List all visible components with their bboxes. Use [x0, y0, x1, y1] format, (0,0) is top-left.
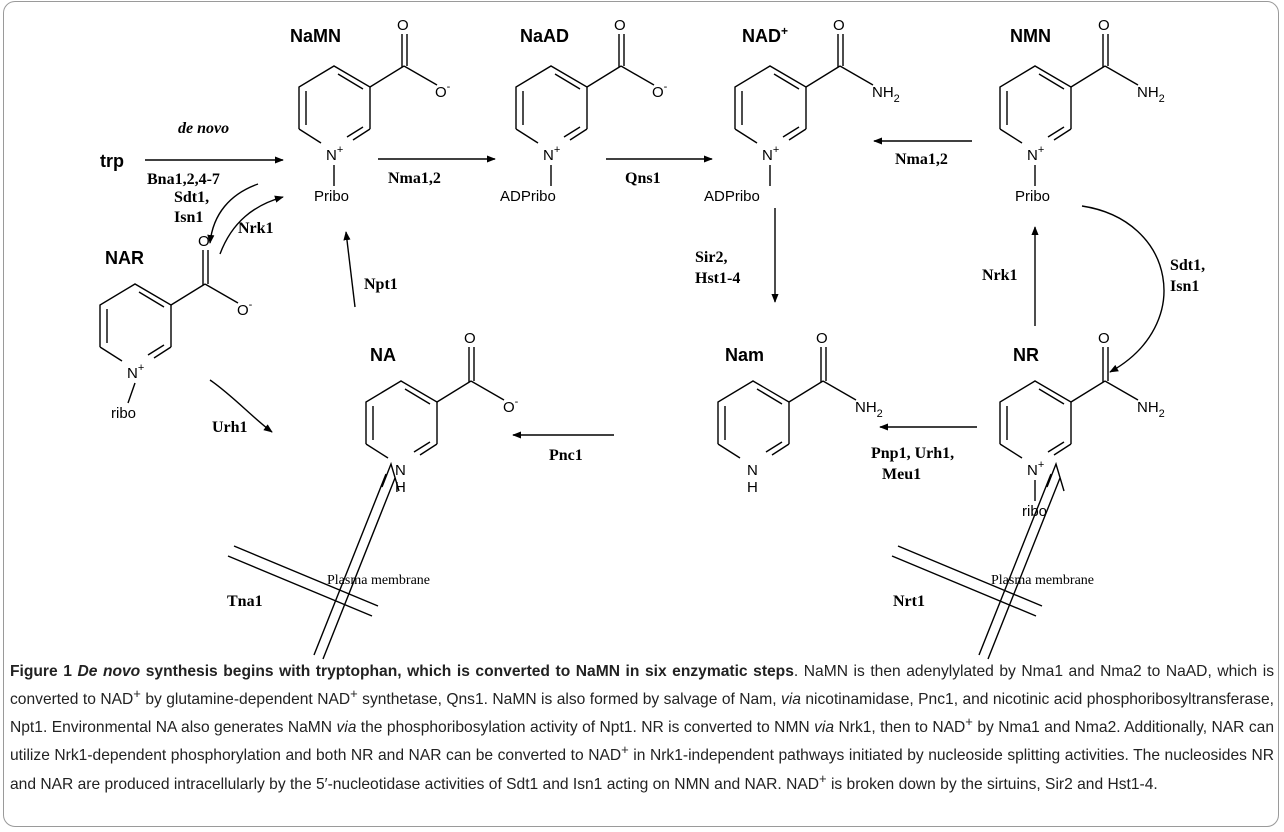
- pathway-diagram: NaMN NaAD NAD+ NMN NAR NA Nam NR trp O O…: [99, 17, 1205, 660]
- membrane-line-right-2: [891, 555, 1037, 617]
- naad-carbonyl-o: O: [614, 17, 626, 34]
- enzyme-isn1-left: Isn1: [174, 209, 203, 226]
- nrt1-transporter-arrow: [978, 461, 1065, 660]
- de-novo-label: de novo: [178, 120, 229, 137]
- arrow-nar-to-na: [209, 379, 273, 433]
- na-ring: [365, 347, 505, 459]
- nr-ring: [999, 347, 1139, 501]
- na-carboxylate-o: O-: [503, 396, 519, 416]
- nmn-ring-n: N+: [1027, 144, 1044, 164]
- plasma-membrane-label-right: Plasma membrane: [991, 573, 1094, 588]
- nad-ring: [734, 34, 874, 186]
- enzyme-urh1: Urh1: [212, 419, 248, 436]
- enzyme-isn1-right: Isn1: [1170, 278, 1199, 295]
- nam-ring-n: N: [747, 462, 758, 479]
- membrane-line-right: [897, 545, 1043, 607]
- naad-ring: [515, 34, 655, 186]
- enzyme-pnc1: Pnc1: [549, 447, 583, 464]
- naad-label: NaAD: [520, 26, 569, 46]
- enzyme-nma-left: Nma1,2: [388, 170, 441, 187]
- nad-ring-n: N+: [762, 144, 779, 164]
- nad-label: NAD+: [742, 24, 788, 46]
- enzyme-nrk1-right: Nrk1: [982, 267, 1018, 284]
- transporter-nrt1: Nrt1: [893, 593, 925, 610]
- enzyme-nma-right: Nma1,2: [895, 151, 948, 168]
- figure-frame: [3, 1, 1279, 827]
- nmn-pribo: Pribo: [1015, 188, 1050, 205]
- arrow-nmn-to-nr: [1081, 205, 1165, 373]
- enzyme-nrk1-left: Nrk1: [238, 220, 274, 237]
- naad-carboxylate-o: O-: [652, 81, 668, 101]
- nmn-ring: [999, 34, 1139, 186]
- nr-carbonyl-o: O: [1098, 330, 1110, 347]
- nmn-label: NMN: [1010, 26, 1051, 46]
- naad-ring-n: N+: [543, 144, 560, 164]
- arrow-na-to-namn: [343, 231, 356, 308]
- membrane-line-left-2: [227, 555, 373, 617]
- enzyme-pnp1: Pnp1, Urh1,: [871, 445, 954, 462]
- membrane-line-left: [233, 545, 379, 607]
- enzyme-sdt1-right: Sdt1,: [1170, 257, 1205, 274]
- enzyme-npt1: Npt1: [364, 276, 398, 293]
- arrow-nar-to-namn: [219, 195, 284, 255]
- nar-carbonyl-o: O: [198, 233, 210, 250]
- enzyme-meu1: Meu1: [882, 466, 921, 483]
- nam-ring-h: H: [747, 479, 758, 496]
- nar-carboxylate-o: O-: [237, 299, 253, 319]
- nar-ring: [99, 250, 239, 404]
- nr-amide-nh2: NH2: [1137, 399, 1165, 420]
- enzyme-sdt1-left: Sdt1,: [174, 189, 209, 206]
- enzyme-qns1: Qns1: [625, 170, 661, 187]
- nar-ribo: ribo: [111, 405, 136, 422]
- nar-ring-n: N+: [127, 362, 144, 382]
- namn-label: NaMN: [290, 26, 341, 46]
- nam-amide-nh2: NH2: [855, 399, 883, 420]
- figure-caption: Figure 1 De novo synthesis begins with t…: [10, 663, 1275, 793]
- nad-amide-nh2: NH2: [872, 84, 900, 105]
- nam-ring: [717, 347, 857, 459]
- nr-label: NR: [1013, 345, 1039, 365]
- arrow-namn-to-nar: [207, 183, 259, 244]
- caption-figure-label: Figure 1: [10, 663, 72, 680]
- naad-adpribo: ADPribo: [500, 188, 556, 205]
- enzyme-sir2: Sir2,: [695, 249, 727, 266]
- nam-carbonyl-o: O: [816, 330, 828, 347]
- caption-title: De novo synthesis begins with tryptophan…: [77, 663, 794, 680]
- nr-ribo: ribo: [1022, 503, 1047, 520]
- na-label: NA: [370, 345, 396, 365]
- transporter-tna1: Tna1: [227, 593, 263, 610]
- na-ring-n: N: [395, 462, 406, 479]
- nam-label: Nam: [725, 345, 764, 365]
- namn-ring-n: N+: [326, 144, 343, 164]
- nad-adpribo: ADPribo: [704, 188, 760, 205]
- namn-carbonyl-o: O: [397, 17, 409, 34]
- nr-ring-n: N+: [1027, 459, 1044, 479]
- nad-carbonyl-o: O: [833, 17, 845, 34]
- nmn-carbonyl-o: O: [1098, 17, 1110, 34]
- tna1-transporter-arrow: [313, 461, 400, 660]
- nar-label: NAR: [105, 248, 144, 268]
- namn-carboxylate-o: O-: [435, 81, 451, 101]
- trp-label: trp: [100, 151, 124, 171]
- plasma-membrane-label-left: Plasma membrane: [327, 573, 430, 588]
- namn-pribo: Pribo: [314, 188, 349, 205]
- na-carbonyl-o: O: [464, 330, 476, 347]
- nmn-amide-nh2: NH2: [1137, 84, 1165, 105]
- namn-ring: [298, 34, 438, 186]
- na-ring-h: H: [395, 479, 406, 496]
- enzyme-hst: Hst1-4: [695, 270, 740, 287]
- enzyme-bna: Bna1,2,4-7: [147, 171, 220, 188]
